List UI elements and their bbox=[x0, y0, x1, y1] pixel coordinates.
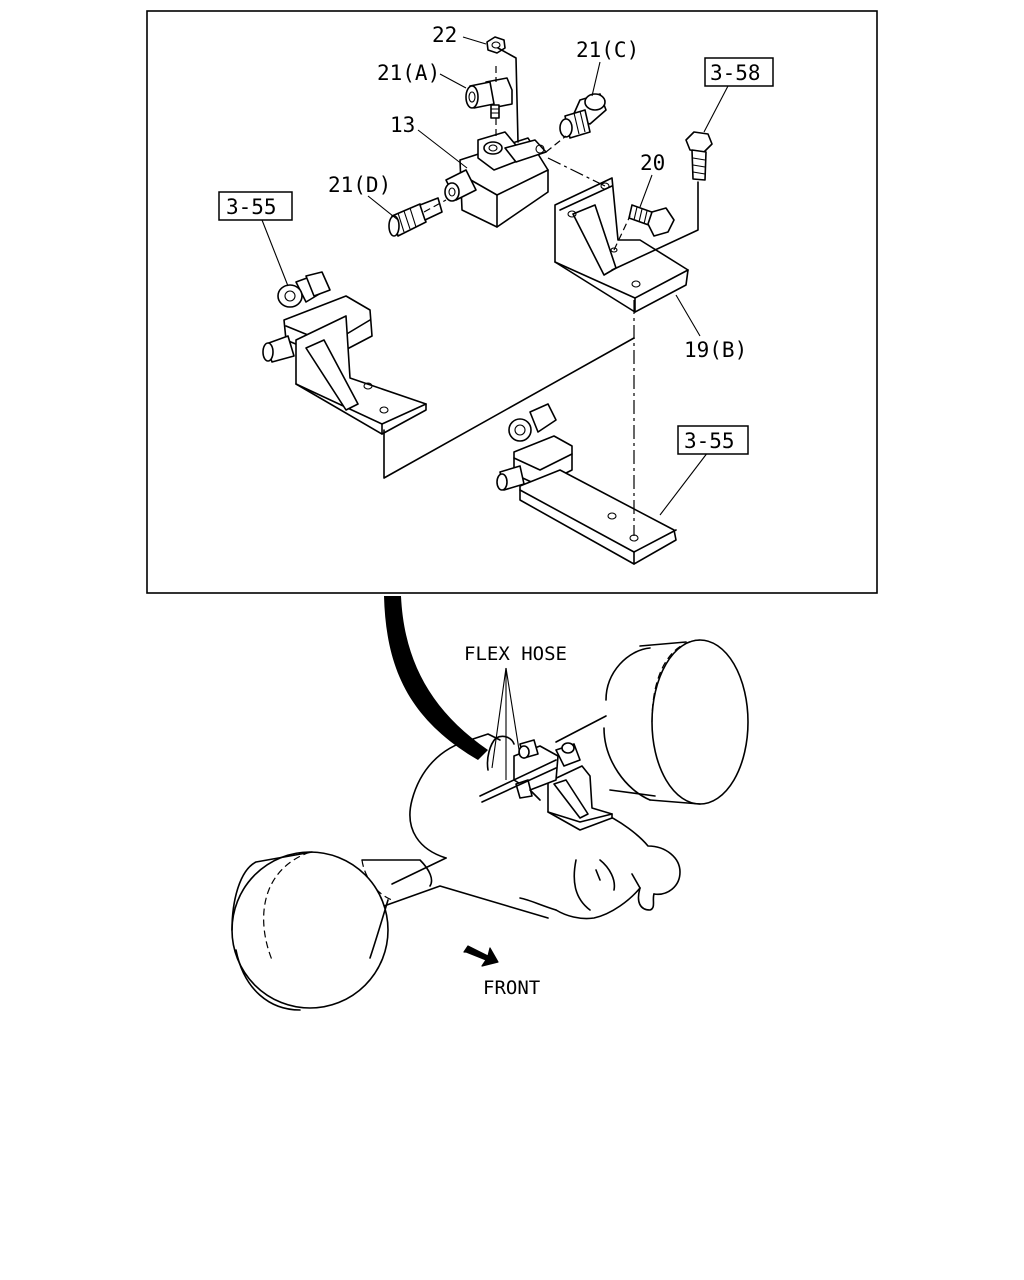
detail-frame bbox=[146, 10, 878, 594]
ref-box-358: 3-58 bbox=[704, 57, 774, 87]
nut-22 bbox=[486, 36, 506, 54]
label-21d: 21(D) bbox=[328, 173, 391, 197]
bolt-358 bbox=[685, 131, 713, 181]
label-21c: 21(C) bbox=[576, 38, 639, 62]
label-22: 22 bbox=[432, 23, 457, 47]
leader-13 bbox=[417, 129, 468, 169]
bolt-20 bbox=[628, 204, 675, 237]
ref-box-355-left: 3-55 bbox=[218, 191, 293, 221]
axle-overview bbox=[231, 639, 749, 1011]
label-flex-hose: FLEX HOSE bbox=[464, 643, 567, 665]
leader-22 bbox=[462, 36, 487, 45]
leader-355-left bbox=[261, 219, 289, 287]
label-19b: 19(B) bbox=[684, 338, 747, 362]
detail-pointer bbox=[384, 596, 488, 760]
assembly-lines bbox=[383, 47, 699, 536]
label-13: 13 bbox=[390, 113, 415, 137]
leader-21a bbox=[439, 73, 467, 89]
svg-text:3-58: 3-58 bbox=[710, 61, 761, 85]
valve-on-axle bbox=[479, 735, 613, 831]
fitting-21a bbox=[465, 77, 513, 119]
leader-21d bbox=[367, 195, 399, 221]
valve-body-13 bbox=[444, 131, 549, 228]
label-20: 20 bbox=[640, 151, 665, 175]
bracket-19b bbox=[554, 177, 689, 313]
fitting-21d bbox=[388, 197, 443, 237]
svg-text:3-55: 3-55 bbox=[684, 429, 735, 453]
right-assembly bbox=[496, 403, 677, 565]
leader-20 bbox=[639, 174, 653, 208]
svg-text:3-55: 3-55 bbox=[226, 195, 277, 219]
leader-358 bbox=[703, 85, 729, 133]
leader-355-right bbox=[659, 451, 709, 516]
front-arrow-icon bbox=[463, 945, 499, 967]
fitting-21c bbox=[559, 93, 607, 139]
leader-21c bbox=[591, 61, 601, 97]
label-front: FRONT bbox=[483, 977, 540, 999]
flex-hose-callout bbox=[491, 667, 521, 780]
label-21a: 21(A) bbox=[377, 61, 440, 85]
leader-19b bbox=[675, 294, 701, 337]
left-assembly bbox=[262, 271, 427, 435]
ref-box-355-right: 3-55 bbox=[677, 425, 749, 455]
